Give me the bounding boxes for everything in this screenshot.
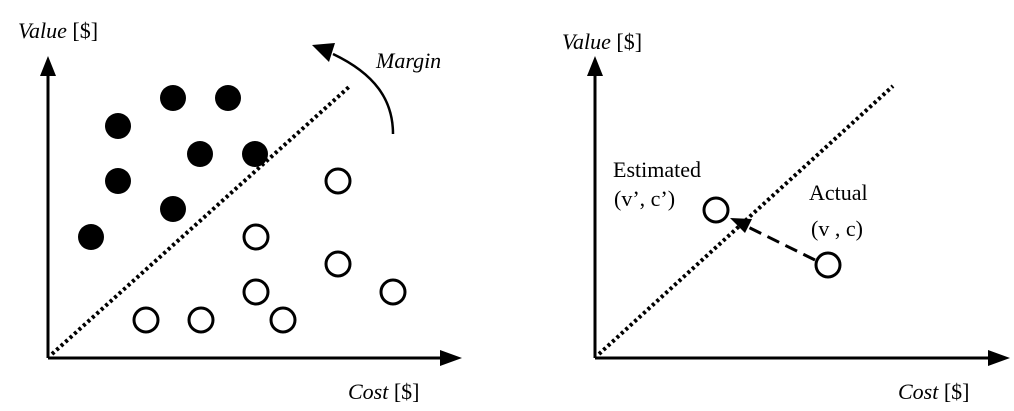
estimate-arrowhead	[730, 218, 752, 233]
right-y-axis-label-unit: [$]	[611, 29, 642, 54]
hollow-point	[132, 306, 160, 334]
filled-point	[105, 113, 131, 139]
left-x-axis-arrowhead	[440, 350, 462, 366]
right-x-axis-label-name: Cost	[898, 379, 939, 404]
actual-point	[814, 251, 842, 279]
hollow-point	[187, 306, 215, 334]
right-y-axis-label-name: Value	[562, 29, 611, 54]
estimated-point	[702, 196, 730, 224]
actual-label: Actual	[809, 180, 868, 205]
right-x-axis-label-unit: [$]	[938, 379, 969, 404]
left-x-axis-label-name: Cost	[348, 379, 389, 404]
left-x-axis-label-unit: [$]	[388, 379, 419, 404]
margin-label: Margin	[375, 48, 441, 73]
right-panel: Value [$] Cost [$] Estimated (v’, c’) Ac…	[562, 29, 1010, 404]
hollow-point	[242, 223, 270, 251]
estimated-coords: (v’, c’)	[614, 186, 675, 211]
actual-coords: (v , c)	[811, 216, 863, 241]
hollow-point	[324, 167, 352, 195]
left-y-axis-label-unit: [$]	[67, 18, 98, 43]
hollow-point	[242, 278, 270, 306]
margin-arrow	[332, 52, 395, 135]
filled-point	[160, 85, 186, 111]
hollow-point	[324, 250, 352, 278]
right-x-axis-label: Cost [$]	[898, 379, 970, 404]
right-y-axis-arrowhead	[587, 56, 603, 76]
right-x-axis-arrowhead	[988, 350, 1010, 366]
right-y-axis-label: Value [$]	[562, 29, 642, 54]
estimated-label: Estimated	[613, 157, 701, 182]
filled-point	[78, 224, 104, 250]
filled-point	[215, 85, 241, 111]
left-y-axis-label-name: Value	[18, 18, 67, 43]
hollow-point	[379, 278, 407, 306]
filled-point	[187, 141, 213, 167]
filled-point	[105, 168, 131, 194]
filled-point	[160, 196, 186, 222]
estimate-dashed-arrow	[743, 223, 816, 262]
hollow-point	[269, 306, 297, 334]
filled-point	[242, 141, 268, 167]
left-x-axis-label: Cost [$]	[348, 379, 420, 404]
left-panel: Margin Value [$] Cost [$]	[18, 18, 462, 404]
margin-arrowhead	[312, 43, 335, 62]
left-y-axis-arrowhead	[40, 56, 56, 76]
left-y-axis-label: Value [$]	[18, 18, 98, 43]
left-decision-boundary	[50, 84, 352, 356]
